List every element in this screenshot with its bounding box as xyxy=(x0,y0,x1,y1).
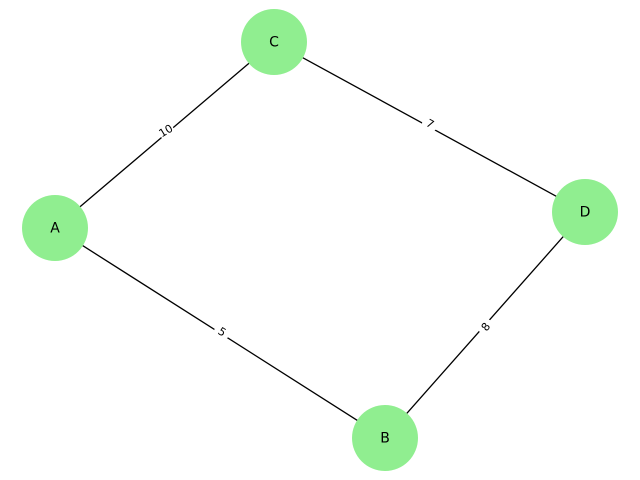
edges-layer xyxy=(79,57,564,421)
graph-node-b[interactable]: B xyxy=(352,405,418,471)
graph-node-a[interactable]: A xyxy=(22,195,88,261)
node-label-a: A xyxy=(50,221,60,237)
node-label-c: C xyxy=(269,35,279,51)
graph-node-c[interactable]: C xyxy=(241,9,307,75)
nodes-layer: A B C D xyxy=(22,9,618,471)
node-circle-c[interactable] xyxy=(241,9,307,75)
node-circle-a[interactable] xyxy=(22,195,88,261)
edge-label-backdrop xyxy=(214,324,230,340)
edge-label-backdrop xyxy=(158,123,174,139)
edge-label-backdrop xyxy=(478,319,494,335)
node-circle-d[interactable] xyxy=(552,179,618,245)
edge-weight-label-a-c: 10 xyxy=(157,122,176,140)
node-circle-b[interactable] xyxy=(352,405,418,471)
graph-node-d[interactable]: D xyxy=(552,179,618,245)
edge-label-backdrop xyxy=(422,116,438,132)
node-label-d: D xyxy=(580,205,591,221)
node-label-b: B xyxy=(380,431,390,447)
